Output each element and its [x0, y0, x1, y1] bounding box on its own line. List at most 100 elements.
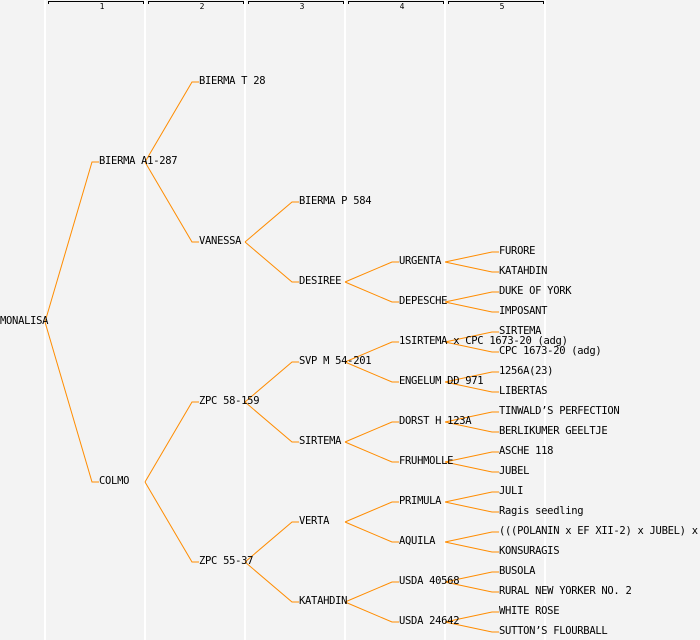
column-separator [344, 0, 346, 640]
ancestor-gen-4[interactable]: ENGELUM DD 971 [399, 375, 484, 387]
parent-link-line [444, 411, 499, 423]
parent-link-line [444, 261, 499, 273]
column-separator [444, 0, 446, 640]
column-separator [244, 0, 246, 640]
generation-bracket [148, 1, 244, 4]
parent-link-line [344, 501, 399, 523]
ancestor-gen-2[interactable]: ZPC 55-37 [199, 555, 254, 567]
ancestor-gen-5[interactable]: BERLIKUMER GEELTJE [499, 425, 608, 437]
parent-link-line [244, 201, 299, 243]
parent-link-line [344, 521, 399, 543]
ancestor-gen-2[interactable]: VANESSA [199, 235, 242, 247]
parent-link-line [344, 281, 399, 303]
parent-link-line [344, 581, 399, 603]
ancestor-gen-5[interactable]: BUSOLA [499, 565, 536, 577]
parent-link-line [444, 341, 499, 353]
ancestor-gen-3[interactable]: KATAHDIN [299, 595, 348, 607]
ancestor-gen-5[interactable]: 1256A(23) [499, 365, 554, 377]
parent-link-line [144, 81, 199, 163]
parent-link-line [444, 251, 499, 263]
ancestor-gen-1[interactable]: COLMO [99, 475, 130, 487]
parent-link-line [244, 561, 299, 603]
parent-link-line [444, 371, 499, 383]
ancestor-gen-5[interactable]: CPC 1673-20 (adg) [499, 345, 602, 357]
parent-link-line [344, 341, 399, 363]
parent-link-line [144, 161, 199, 243]
ancestor-gen-5[interactable]: SIRTEMA [499, 325, 542, 337]
ancestor-gen-5[interactable]: Ragis seedling [499, 505, 584, 517]
parent-link-line [44, 161, 99, 323]
ancestor-gen-3[interactable]: VERTA [299, 515, 330, 527]
generation-bracket [348, 1, 444, 4]
ancestor-gen-2[interactable]: ZPC 58-159 [199, 395, 260, 407]
ancestor-gen-5[interactable]: RURAL NEW YORKER NO. 2 [499, 585, 632, 597]
column-separator [544, 0, 546, 640]
ancestor-gen-2[interactable]: BIERMA T 28 [199, 75, 266, 87]
parent-link-line [244, 361, 299, 403]
parent-link-line [344, 421, 399, 443]
column-separator [144, 0, 146, 640]
ancestor-gen-4[interactable]: URGENTA [399, 255, 442, 267]
parent-link-line [444, 461, 499, 473]
column-separator [44, 0, 46, 640]
ancestor-gen-4[interactable]: FRUHMOLLE [399, 455, 454, 467]
parent-link-line [244, 241, 299, 283]
subject-variety[interactable]: MONALISA [0, 315, 49, 327]
generation-bracket [248, 1, 344, 4]
parent-link-line [344, 361, 399, 383]
parent-link-line [444, 531, 499, 543]
parent-link-line [444, 571, 499, 583]
ancestor-gen-5[interactable]: LIBERTAS [499, 385, 548, 397]
parent-link-line [444, 611, 499, 623]
ancestor-gen-3[interactable]: SVP M 54-201 [299, 355, 372, 367]
ancestor-gen-5[interactable]: IMPOSANT [499, 305, 548, 317]
ancestor-gen-1[interactable]: BIERMA A1-287 [99, 155, 178, 167]
ancestor-gen-3[interactable]: DESIREE [299, 275, 342, 287]
ancestor-gen-5[interactable]: KATAHDIN [499, 265, 548, 277]
parent-link-line [444, 291, 499, 303]
ancestor-gen-4[interactable]: DORST H 123A [399, 415, 472, 427]
parent-link-line [444, 331, 499, 343]
ancestor-gen-4[interactable]: AQUILA [399, 535, 436, 547]
ancestor-gen-4[interactable]: USDA 40568 [399, 575, 460, 587]
generation-label: 2 [199, 2, 205, 11]
generation-label: 1 [99, 2, 105, 11]
generation-label: 3 [299, 2, 305, 11]
parent-link-line [444, 541, 499, 553]
parent-link-line [444, 501, 499, 513]
parent-link-line [344, 601, 399, 623]
ancestor-gen-5[interactable]: (((POLANIN x EF XII-2) x JUBEL) x [499, 525, 698, 537]
ancestor-gen-5[interactable]: WHITE ROSE [499, 605, 560, 617]
ancestor-gen-3[interactable]: BIERMA P 584 [299, 195, 372, 207]
parent-link-line [444, 581, 499, 593]
generation-label: 5 [499, 2, 505, 11]
ancestor-gen-5[interactable]: ASCHE 118 [499, 445, 554, 457]
ancestor-gen-5[interactable]: KONSURAGIS [499, 545, 560, 557]
ancestor-gen-5[interactable]: JUBEL [499, 465, 530, 477]
parent-link-line [444, 421, 499, 433]
parent-link-line [244, 521, 299, 563]
generation-bracket [448, 1, 544, 4]
ancestor-gen-3[interactable]: SIRTEMA [299, 435, 342, 447]
parent-link-line [444, 491, 499, 503]
ancestor-gen-5[interactable]: DUKE OF YORK [499, 285, 572, 297]
ancestor-gen-4[interactable]: PRIMULA [399, 495, 442, 507]
ancestor-gen-5[interactable]: TINWALD’S PERFECTION [499, 405, 620, 417]
generation-label: 4 [399, 2, 405, 11]
parent-link-line [444, 621, 499, 633]
parent-link-line [344, 441, 399, 463]
generation-bracket [48, 1, 144, 4]
ancestor-gen-4[interactable]: DEPESCHE [399, 295, 448, 307]
ancestor-gen-5[interactable]: FURORE [499, 245, 536, 257]
ancestor-gen-5[interactable]: JULI [499, 485, 524, 497]
parent-link-line [144, 481, 199, 563]
parent-link-line [444, 451, 499, 463]
parent-link-line [444, 301, 499, 313]
parent-link-line [144, 401, 199, 483]
ancestor-gen-4[interactable]: USDA 24642 [399, 615, 460, 627]
ancestor-gen-5[interactable]: SUTTON’S FLOURBALL [499, 625, 608, 637]
parent-link-line [344, 261, 399, 283]
parent-link-line [44, 321, 99, 483]
ancestor-gen-4[interactable]: 1SIRTEMA x CPC 1673-20 (adg) [399, 335, 568, 347]
